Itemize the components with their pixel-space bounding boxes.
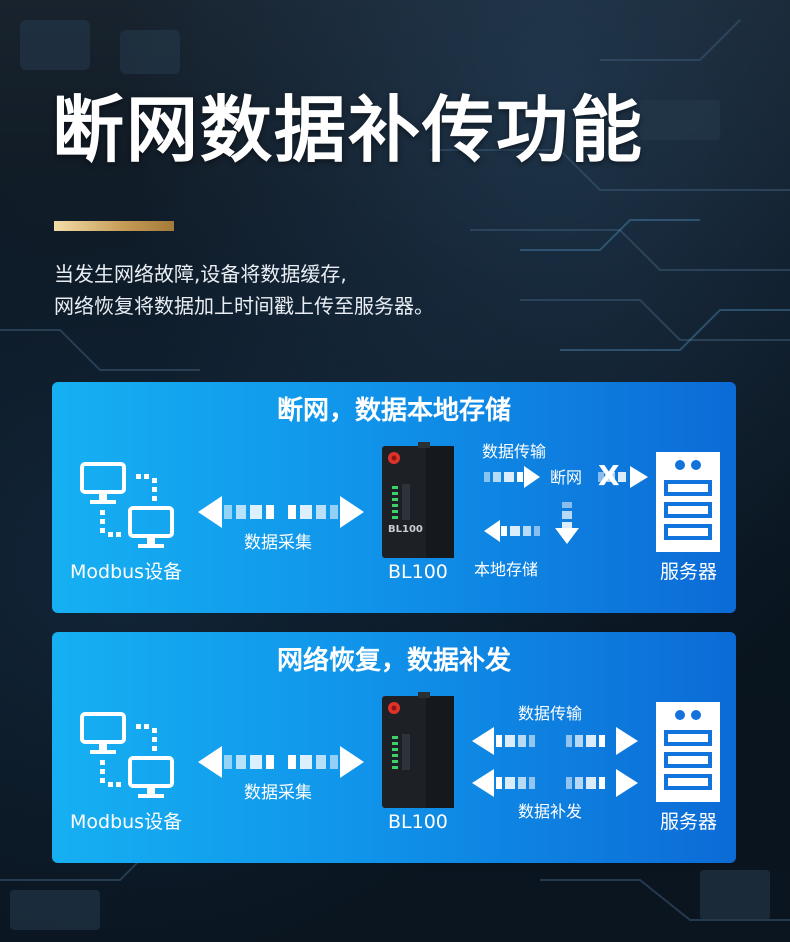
- monitor-icon: [80, 462, 174, 548]
- server-label: 服务器: [660, 561, 718, 583]
- server-icon: [656, 452, 720, 552]
- panel-resend: 网络恢复，数据补发 Modbus设备: [52, 632, 736, 863]
- arrow-down-icon: [555, 502, 579, 544]
- description: 当发生网络故障,设备将数据缓存, 网络恢复将数据加上时间戳上传至服务器。: [54, 258, 434, 322]
- data-collect-label: 数据采集: [244, 533, 312, 553]
- double-arrow-icon: [198, 746, 364, 778]
- server-label: 服务器: [660, 811, 718, 833]
- gateway-device-icon: [382, 692, 454, 808]
- disconnect-x-icon: X: [598, 459, 620, 492]
- data-resend-label: 数据补发: [518, 802, 583, 821]
- description-line-1: 当发生网络故障,设备将数据缓存,: [54, 262, 347, 286]
- panel-title: 网络恢复，数据补发: [276, 646, 511, 676]
- modbus-device-label: Modbus设备: [70, 561, 183, 583]
- monitor-icon: [80, 712, 174, 798]
- description-line-2: 网络恢复将数据加上时间戳上传至服务器。: [54, 294, 434, 318]
- title-accent-bar: [54, 221, 174, 231]
- panel-offline-storage: 断网，数据本地存储 Modbus设备: [52, 382, 736, 613]
- gateway-device-icon: [382, 442, 454, 558]
- panel-title: 断网，数据本地存储: [276, 396, 511, 426]
- server-icon: [656, 702, 720, 802]
- modbus-device-label: Modbus设备: [70, 811, 183, 833]
- gateway-model-print: BL100: [388, 524, 423, 535]
- gateway-label: BL100: [388, 811, 448, 833]
- double-arrow-icon: [198, 496, 364, 528]
- page-title: 断网数据补传功能: [52, 88, 645, 172]
- arrow-right-icon: [484, 466, 540, 488]
- gateway-label: BL100: [388, 561, 448, 583]
- arrow-right-icon-2: [598, 466, 648, 488]
- double-arrow-icon-2: [472, 769, 638, 797]
- arrow-left-icon: [484, 520, 540, 542]
- local-storage-label: 本地存储: [474, 560, 539, 579]
- double-arrow-icon: [472, 727, 638, 755]
- data-transfer-label: 数据传输: [518, 704, 583, 723]
- data-collect-label: 数据采集: [244, 783, 312, 803]
- data-transfer-label: 数据传输: [482, 442, 547, 461]
- offline-label: 断网: [550, 468, 583, 487]
